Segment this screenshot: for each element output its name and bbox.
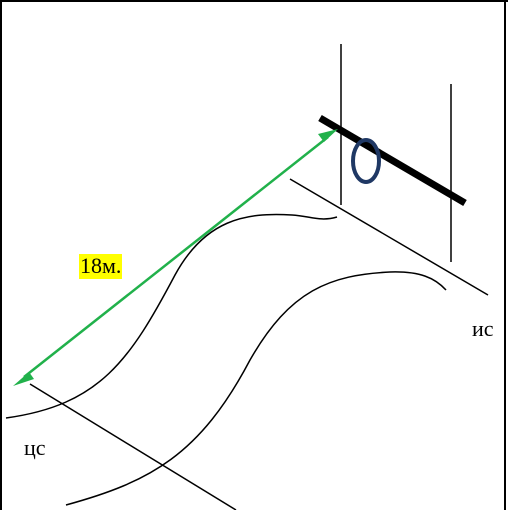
distance-arrow-head-end (318, 129, 338, 142)
hoop-ring (351, 138, 381, 184)
goal-crossbar (318, 114, 467, 207)
end-zone-label: ис (472, 316, 494, 341)
center-zone-label: цс (24, 435, 46, 460)
distance-label: 18м. (79, 253, 123, 279)
end-zone-line (289, 178, 489, 296)
distance-arrow-head-start (13, 372, 34, 386)
curve-left-lane (5, 213, 338, 419)
center-zone-line (29, 383, 237, 510)
curve-right-lane (65, 271, 447, 506)
distance-arrow-line (23, 136, 329, 378)
